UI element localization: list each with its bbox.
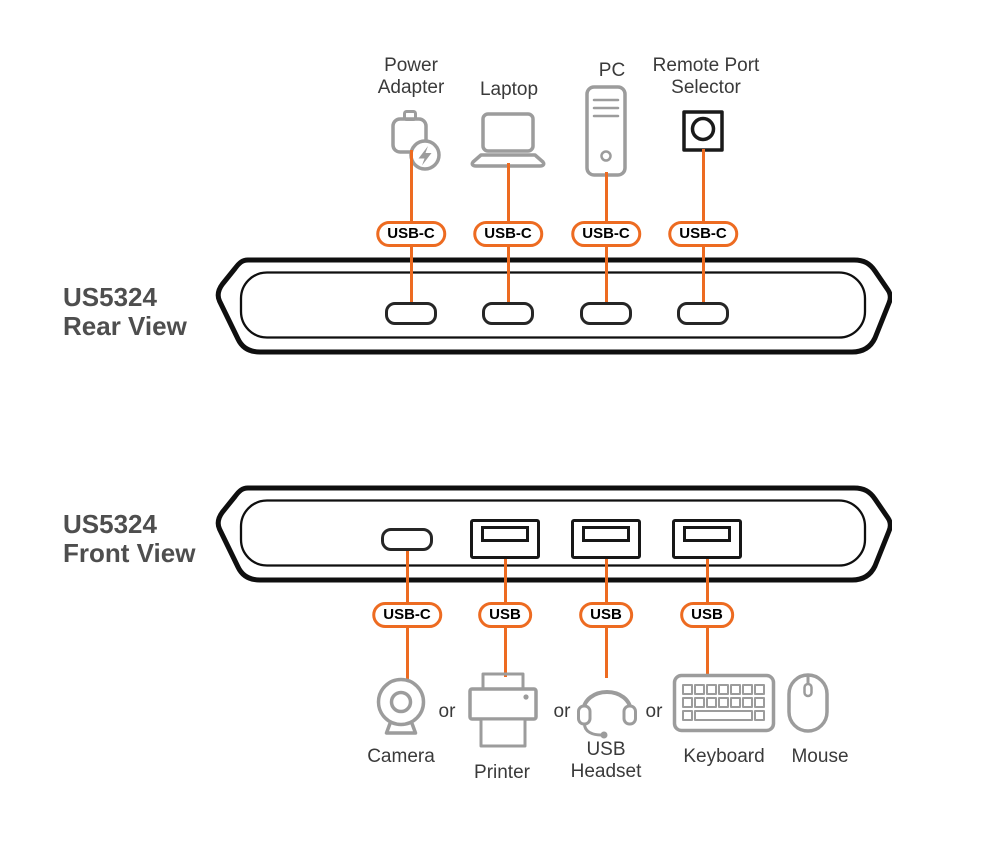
rear-port-badge-4: USB-C [668, 221, 738, 247]
peripheral-label-camera: Camera [367, 746, 435, 767]
front-port-badge-3: USB [579, 602, 633, 628]
rear-view-title: US5324 Rear View [63, 283, 187, 341]
peripheral-label-usb-headset: USB Headset [570, 739, 642, 782]
rear-usbc-port-2 [482, 301, 534, 325]
front-view-model: US5324 [63, 509, 157, 539]
or-separator-3: or [645, 701, 663, 722]
front-port-badge-2: USB [478, 602, 532, 628]
peripheral-label-mouse: Mouse [791, 746, 849, 767]
camera-icon [374, 676, 428, 743]
rear-usbc-port-4 [677, 301, 729, 325]
keyboard-icon [672, 673, 776, 738]
peripheral-label-printer: Printer [474, 762, 530, 783]
rear-view-model: US5324 [63, 282, 157, 312]
front-port-badge-1: USB-C [372, 602, 442, 628]
printer-icon [466, 672, 540, 755]
device-label-power-adapter: Power Adapter [377, 55, 445, 98]
front-usba-port-3 [672, 519, 742, 559]
front-view-subtitle: Front View [63, 538, 196, 568]
front-usbc-port [381, 527, 433, 551]
rear-port-badge-3: USB-C [571, 221, 641, 247]
rear-port-badge-2: USB-C [473, 221, 543, 247]
rear-view-subtitle: Rear View [63, 311, 187, 341]
power-adapter-icon [385, 110, 443, 177]
front-view-title: US5324 Front View [63, 510, 195, 568]
rear-usbc-port-3 [580, 301, 632, 325]
rear-port-badge-1: USB-C [376, 221, 446, 247]
device-rear-view-drawing [215, 257, 892, 355]
device-label-pc: PC [598, 60, 626, 81]
peripheral-label-keyboard: Keyboard [683, 746, 765, 767]
or-separator-1: or [438, 701, 456, 722]
mouse-icon [785, 672, 831, 739]
front-usba-port-2 [571, 519, 641, 559]
device-label-laptop: Laptop [479, 79, 539, 100]
laptop-icon [468, 112, 548, 175]
device-front-view-drawing [215, 485, 892, 583]
front-usba-port-1 [470, 519, 540, 559]
usb-headset-icon [576, 673, 638, 744]
front-port-badge-4: USB [680, 602, 734, 628]
pc-tower-icon [584, 85, 628, 182]
or-separator-2: or [553, 701, 571, 722]
rear-usbc-port-1 [385, 301, 437, 325]
device-label-remote-port-selector: Remote Port Selector [652, 55, 760, 98]
